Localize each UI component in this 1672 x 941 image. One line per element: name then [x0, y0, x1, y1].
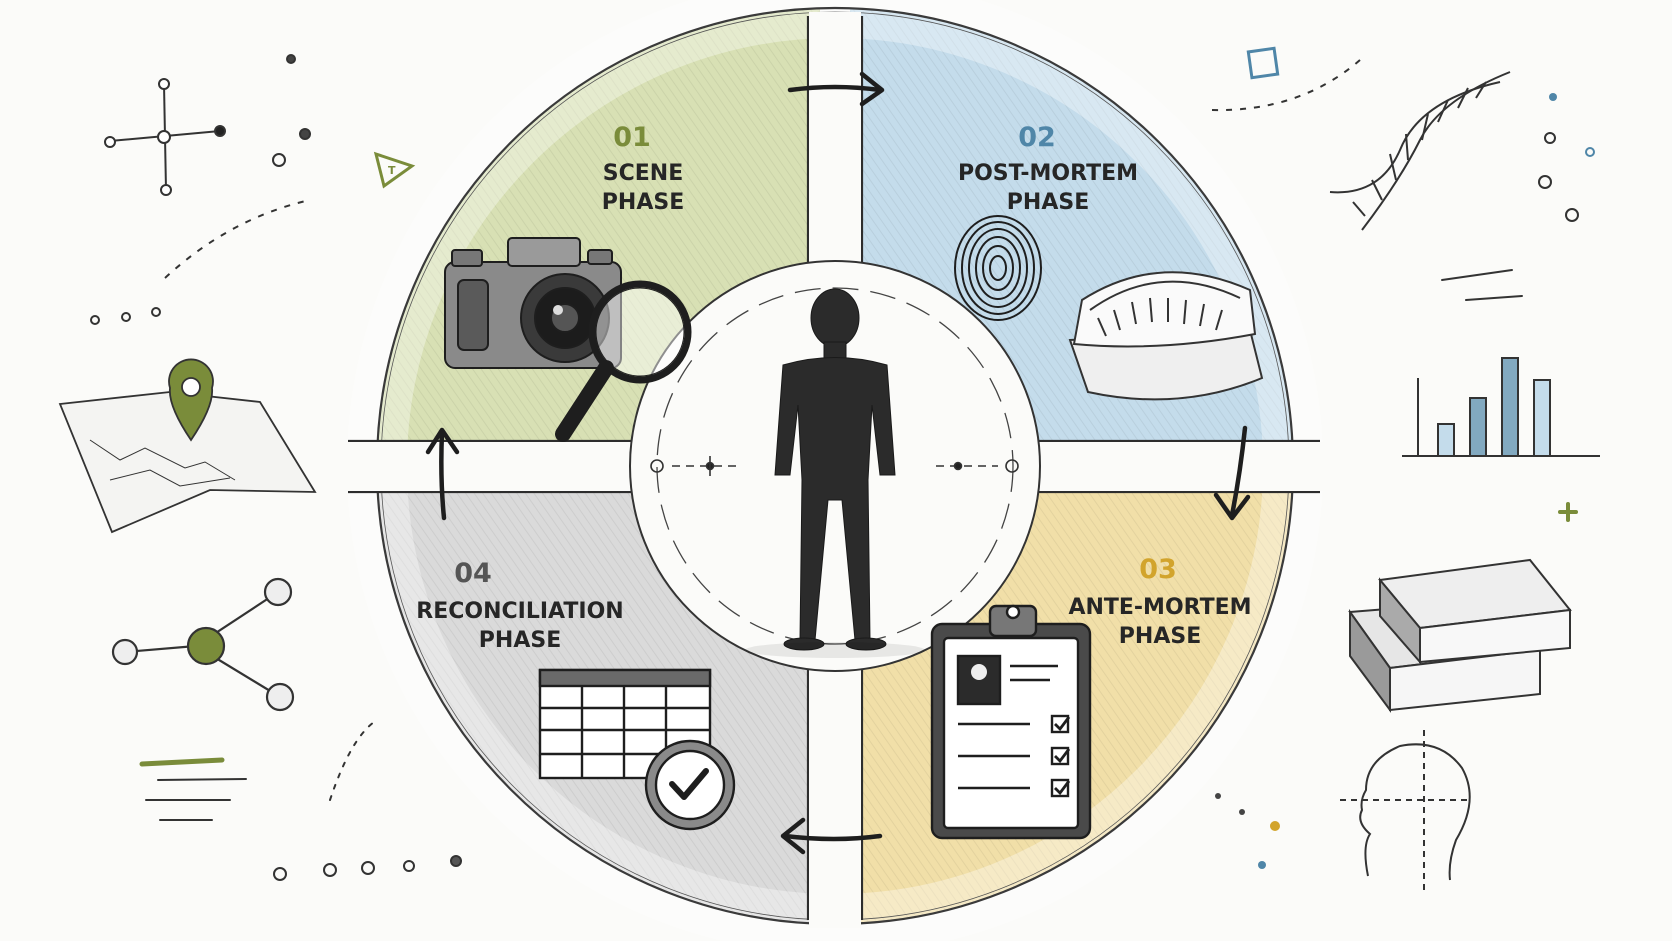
arrow-3-to-4 [780, 817, 883, 855]
square-icon [1246, 46, 1280, 80]
phase-2-title: POST-MORTEM [958, 161, 1138, 186]
phase-2-subtitle: PHASE [1007, 190, 1089, 215]
phase-label-2: 02 POST-MORTEM PHASE [958, 122, 1138, 215]
person-silhouette [774, 288, 896, 651]
phase-1-number: 01 [613, 122, 651, 153]
decor-dots-right [1538, 93, 1595, 222]
bar-chart-icon [1402, 357, 1600, 457]
arrow-4-to-1 [425, 427, 460, 521]
triangle-glyph: T [388, 164, 396, 177]
center-crosshair [650, 456, 1019, 476]
table-check-icon [538, 668, 736, 831]
arrow-2-to-3 [1213, 425, 1251, 521]
phase-label-1: 01 SCENE PHASE [602, 122, 684, 215]
triangle-icon: T [373, 151, 416, 189]
phase-2-number: 02 [1018, 122, 1056, 153]
books-icon [1348, 558, 1572, 714]
head-profile-icon [1340, 730, 1471, 890]
phase-3-number: 03 [1139, 554, 1177, 585]
phase-label-3: 03 ANTE-MORTEM PHASE [1068, 554, 1251, 649]
phase-1-title: SCENE [603, 161, 683, 186]
phase-label-4: 04 RECONCILIATION PHASE [416, 558, 623, 653]
dna-icon [1329, 71, 1511, 231]
decor-lines-left [139, 721, 375, 821]
plus-icon [1558, 502, 1578, 522]
map-pin-icon [58, 358, 317, 534]
decor-dots-bottom-right [1215, 793, 1280, 869]
arrow-1-to-2 [787, 71, 885, 107]
phase-4-subtitle: PHASE [479, 628, 561, 653]
decor-dots-bottom-left [273, 855, 462, 881]
camera-icon [444, 237, 622, 369]
flow-arrows [425, 71, 1251, 855]
dental-cast-icon [1068, 271, 1264, 401]
phase-3-subtitle: PHASE [1119, 624, 1201, 649]
phase-4-number: 04 [454, 558, 492, 589]
magnifier-icon [555, 280, 692, 442]
phase-4-title: RECONCILIATION [416, 599, 623, 624]
fingerprint-icon [954, 215, 1042, 321]
crosshair-icon [104, 78, 226, 196]
phase-1-subtitle: PHASE [602, 190, 684, 215]
network-nodes-icon [111, 577, 295, 712]
decor-dots-left [90, 54, 311, 325]
phase-3-title: ANTE-MORTEM [1068, 595, 1251, 620]
clipboard-record-icon [930, 604, 1092, 840]
decor-lines-right [1441, 269, 1523, 301]
decor-dash-right [1211, 59, 1361, 112]
